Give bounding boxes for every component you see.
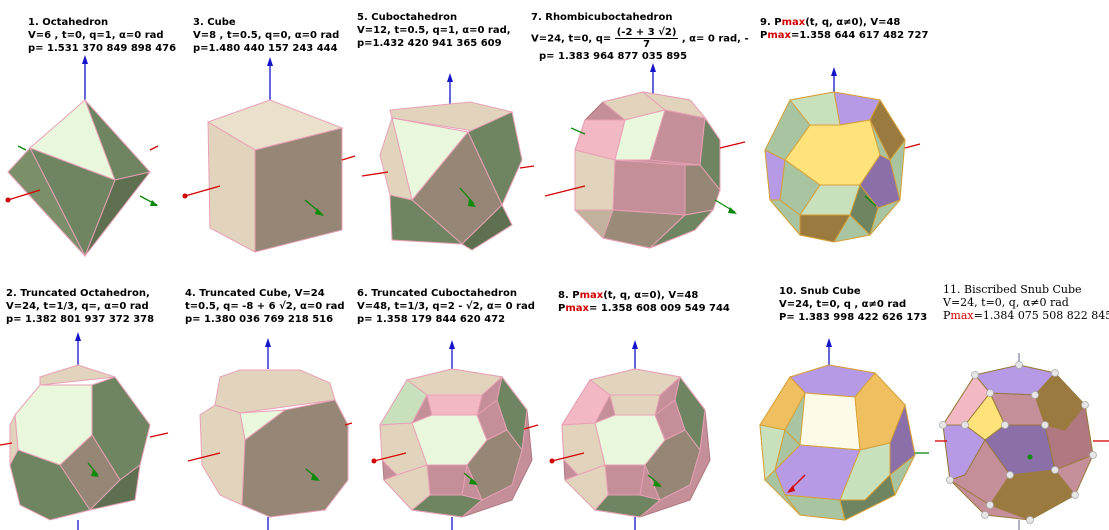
cuboctahedron-icon xyxy=(361,73,535,251)
caption-rhombicuboctahedron: 7. Rhombicuboctahedron V=24, t=0, q= (-2… xyxy=(531,11,749,63)
panel-pmax-nonzero: 9. Pmax(t, q, α≠0), V=48 Pmax=1.358 644 … xyxy=(750,0,930,265)
panel-truncated-cube: 4. Truncated Cube, V=24 t=0.5, q= -8 + 6… xyxy=(180,265,355,530)
caption-title: 2. Truncated Octahedron, xyxy=(6,288,150,299)
panel-truncated-octahedron: 2. Truncated Octahedron, V=24, t=1/3, q=… xyxy=(0,265,175,530)
fraction-denominator: 7 xyxy=(643,39,651,50)
caption-params: t=0.5, q= -8 + 6 √2, α=0 rad xyxy=(185,301,345,312)
caption-title: 10. Snub Cube xyxy=(779,286,861,297)
caption-title-a: 9. P xyxy=(760,17,782,28)
caption-value: Pmax=1.358 644 617 482 727 xyxy=(760,29,928,42)
polyhedron-pmax-zero-icon xyxy=(549,340,711,530)
caption-params-row: V=24, t=0, q= (-2 + 3 √2) 7 , α= 0 rad, … xyxy=(531,27,749,50)
caption-value-c: =1.358 644 617 482 727 xyxy=(790,30,929,41)
caption-params: V=8 , t=0.5, q=0, α=0 rad xyxy=(193,30,340,41)
caption-truncated-octahedron: 2. Truncated Octahedron, V=24, t=1/3, q=… xyxy=(6,287,154,326)
truncated-cuboctahedron-icon xyxy=(371,340,539,530)
caption-title: 1. Octahedron xyxy=(28,17,109,28)
caption-value: p= 1.383 964 877 035 895 xyxy=(539,51,688,62)
caption-cube: 3. Cube V=8 , t=0.5, q=0, α=0 rad p=1.48… xyxy=(193,16,339,55)
fraction-numerator: (-2 + 3 √2) xyxy=(614,27,679,39)
caption-title: 9. Pmax(t, q, α≠0), V=48 xyxy=(760,16,928,29)
panel-cuboctahedron: 5. Cuboctahedron V=12, t=0.5, q=1, α=0 r… xyxy=(352,0,537,265)
caption-title: 11. Biscribed Snub Cube xyxy=(943,283,1082,296)
pmax-subscript: max xyxy=(950,309,974,322)
caption-value-a: P xyxy=(558,303,566,314)
caption-title-c: (t, q, α≠0), V=48 xyxy=(805,17,901,28)
caption-title: 5. Cuboctahedron xyxy=(357,12,458,23)
panel-pmax-zero: 8. Pmax(t, q, α=0), V=48 Pmax= 1.358 608… xyxy=(540,265,740,530)
caption-title: 7. Rhombicuboctahedron xyxy=(531,12,673,23)
caption-value: Pmax=1.384 075 508 822 845 xyxy=(943,309,1109,322)
caption-params-b: , α= 0 rad, - xyxy=(681,33,749,45)
pmax-subscript: max xyxy=(565,303,589,314)
caption-value: p= 1.358 179 844 620 472 xyxy=(357,314,506,325)
caption-value-c: = 1.358 608 009 549 744 xyxy=(588,303,730,314)
caption-biscribed-snub-cube: 11. Biscribed Snub Cube V=24, t=0, q, α≠… xyxy=(943,283,1109,322)
caption-octahedron: 1. Octahedron V=6 , t=0, q=1, α=0 rad p=… xyxy=(28,16,176,55)
panel-octahedron: 1. Octahedron V=6 , t=0, q=1, α=0 rad p=… xyxy=(0,0,176,265)
caption-truncated-cuboctahedron: 6. Truncated Cuboctahedron V=48, t=1/3, … xyxy=(357,287,535,326)
caption-value-a: P xyxy=(943,309,951,322)
caption-params: V=6 , t=0, q=1, α=0 rad xyxy=(28,30,164,41)
caption-params: V=24, t=1/3, q=, α=0 rad xyxy=(6,301,149,312)
caption-value: p=1.432 420 941 365 609 xyxy=(357,38,502,49)
caption-value: p= 1.382 801 937 372 378 xyxy=(6,314,155,325)
fraction: (-2 + 3 √2) 7 xyxy=(614,27,679,50)
pmax-subscript: max xyxy=(579,290,604,301)
rhombicuboctahedron-icon xyxy=(544,63,746,249)
caption-value: p= 1.380 036 769 218 516 xyxy=(185,314,334,325)
caption-title: 8. Pmax(t, q, α=0), V=48 xyxy=(558,289,730,302)
caption-pmax-nonzero: 9. Pmax(t, q, α≠0), V=48 Pmax=1.358 644 … xyxy=(760,16,928,42)
pmax-subscript: max xyxy=(781,17,806,28)
snub-cube-icon xyxy=(759,338,929,521)
panel-cube: 3. Cube V=8 , t=0.5, q=0, α=0 rad p=1.48… xyxy=(180,0,360,265)
caption-params: V=24, t=0, q , α≠0 rad xyxy=(779,299,907,310)
panel-rhombicuboctahedron: 7. Rhombicuboctahedron V=24, t=0, q= (-2… xyxy=(525,0,749,265)
caption-snub-cube: 10. Snub Cube V=24, t=0, q , α≠0 rad P= … xyxy=(779,285,927,324)
octahedron-icon xyxy=(5,55,159,258)
caption-truncated-cube: 4. Truncated Cube, V=24 t=0.5, q= -8 + 6… xyxy=(185,287,345,326)
caption-title: 3. Cube xyxy=(193,17,236,28)
panel-snub-cube: 10. Snub Cube V=24, t=0, q , α≠0 rad P= … xyxy=(745,265,935,530)
caption-value-c: =1.384 075 508 822 845 xyxy=(973,309,1109,322)
caption-params: V=48, t=1/3, q=2 - √2, α= 0 rad xyxy=(357,301,535,312)
cube-icon xyxy=(182,57,356,253)
caption-cuboctahedron: 5. Cuboctahedron V=12, t=0.5, q=1, α=0 r… xyxy=(357,11,511,50)
caption-value: P= 1.383 998 422 626 173 xyxy=(779,312,928,323)
truncated-octahedron-icon xyxy=(0,332,169,530)
pmax-subscript: max xyxy=(767,30,791,41)
caption-title-a: 8. P xyxy=(558,290,580,301)
caption-value: p= 1.531 370 849 898 476 xyxy=(28,43,177,54)
polyhedron-pmax-icon xyxy=(764,67,921,243)
caption-value-a: P xyxy=(760,30,768,41)
caption-value: p=1.480 440 157 243 444 xyxy=(193,43,338,54)
biscribed-snub-cube-icon xyxy=(935,353,1109,530)
caption-title: 4. Truncated Cube, V=24 xyxy=(185,288,325,299)
caption-pmax-zero: 8. Pmax(t, q, α=0), V=48 Pmax= 1.358 608… xyxy=(558,289,730,315)
caption-params: V=12, t=0.5, q=1, α=0 rad, xyxy=(357,25,511,36)
panel-biscribed-snub-cube: 11. Biscribed Snub Cube V=24, t=0, q, α≠… xyxy=(935,265,1109,530)
caption-title: 6. Truncated Cuboctahedron xyxy=(357,288,517,299)
truncated-cube-icon xyxy=(187,338,353,530)
panel-truncated-cuboctahedron: 6. Truncated Cuboctahedron V=48, t=1/3, … xyxy=(352,265,542,530)
caption-params-a: V=24, t=0, q= xyxy=(531,33,612,45)
caption-value: Pmax= 1.358 608 009 549 744 xyxy=(558,302,730,315)
caption-params: V=24, t=0, q, α≠0 rad xyxy=(943,296,1069,309)
caption-title-c: (t, q, α=0), V=48 xyxy=(603,290,699,301)
